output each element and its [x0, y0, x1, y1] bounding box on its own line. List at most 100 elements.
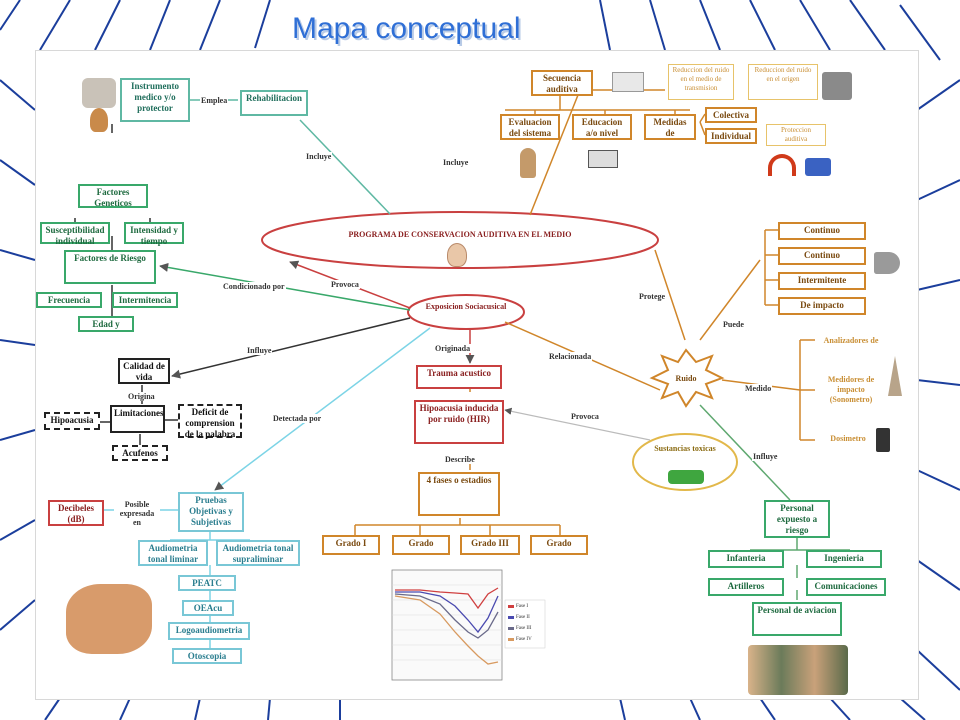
otoscopy-node: Otoscopia: [172, 648, 242, 664]
label-incluye-left: Incluye: [305, 152, 333, 161]
label-provoca-right: Provoca: [570, 412, 600, 421]
exposure-node: Exposicion Sociacusical: [425, 302, 507, 311]
frequency-node: Frecuencia: [36, 292, 102, 308]
individual-node: Individual: [705, 128, 757, 144]
chart-series-fase-3: [394, 593, 499, 639]
worker-artillery-node: Artilleros: [708, 578, 784, 596]
evaluacion-node: Evaluacion del sistema: [500, 114, 560, 140]
chart-series-fase-1: [395, 587, 499, 610]
noise-kind-3: Intermitente: [778, 272, 866, 290]
aviation-personnel-node: Personal de aviacion: [752, 602, 842, 636]
tinnitus-node: Acufenos: [112, 445, 168, 461]
hearing-aid-icon: [82, 78, 116, 108]
grade-4-node: Grado: [530, 535, 588, 555]
noise-kind-2: Continuo: [778, 247, 866, 265]
risk-factors-node: Factores de Riesgo: [64, 250, 156, 284]
hearing-loss-chart: [391, 569, 546, 681]
hearing-loss-node: Hipoacusia inducida por ruido (HIR): [414, 400, 504, 444]
legend-label-3: Fase III: [516, 626, 532, 631]
note-transmission: Reduccion del ruido en el medio de trans…: [668, 64, 734, 100]
center-ellipse: [261, 211, 659, 269]
medidas-node: Medidas de: [644, 114, 696, 140]
worker-infantry-node: Infanteria: [708, 550, 784, 568]
trauma-node: Trauma acustico: [416, 365, 502, 389]
label-influye-left: Influye: [246, 346, 273, 355]
dosimeter-text: Dosimetro: [830, 434, 866, 443]
worker-engineering-node: Ingenieria: [806, 550, 882, 568]
label-condicionado: Condicionado por: [222, 282, 286, 291]
label-incluye-right: Incluye: [442, 158, 470, 167]
note-protection: Proteccion auditiva: [766, 124, 826, 146]
noise-node: Ruido: [675, 374, 697, 383]
person-icon: [520, 148, 536, 178]
hearing-aid-icon-2: [90, 108, 108, 132]
peatc-node: PEATC: [178, 575, 236, 591]
label-originada: Originada: [434, 344, 472, 353]
noise-starburst: [649, 348, 725, 408]
audiometry-1-node: Audiometria tonal liminar: [138, 540, 208, 566]
intermittency-node: Intermitencia: [112, 292, 178, 308]
personnel-photo: [748, 645, 848, 695]
analyzers-text: Analizadores de: [823, 336, 879, 345]
label-protege: Protege: [638, 292, 667, 301]
genetic-node: Factores Geneticos: [78, 184, 148, 208]
tests-node: Pruebas Objetivas y Subjetivas: [178, 492, 244, 532]
glasses-icon: [588, 150, 618, 168]
secuencia-node: Secuencia auditiva: [531, 70, 593, 96]
grade-1-node: Grado I: [322, 535, 380, 555]
phases-node: 4 fases o estadios: [418, 472, 500, 516]
exposure-ellipse: [407, 294, 525, 330]
noise-kind-1: Continuo: [778, 222, 866, 240]
dosimeter-icon: [876, 428, 890, 452]
quality-life-node: Calidad de vida: [118, 358, 170, 384]
colectiva-node: Colectiva: [705, 107, 757, 123]
center-node: PROGRAMA DE CONSERVACION AUDITIVA EN EL …: [348, 230, 572, 239]
logoaudiometry-node: Logoaudiometria: [168, 622, 250, 640]
label-origina: Origina: [127, 392, 156, 401]
educacion-node: Educacion a/o nivel: [572, 114, 632, 140]
noise-kind-4: De impacto: [778, 297, 866, 315]
earplugs-icon: [805, 158, 831, 176]
chart-series-fase-2: [395, 591, 499, 634]
otoemissions-node: OEAcu: [182, 600, 234, 616]
toxic-node: Sustancias toxicas: [654, 444, 716, 453]
plants-icon: [668, 470, 704, 484]
label-medido: Medido: [744, 384, 773, 393]
label-provoca-left: Provoca: [330, 280, 360, 289]
intensity-node: Intensidad y tiempo: [124, 222, 184, 246]
ear-tuning-fork-icon: [66, 584, 152, 654]
age-node: Edad y: [78, 316, 134, 332]
susceptibility-node: Susceptibilidad individual: [40, 222, 110, 246]
hypoacusis-node: Hipoacusia: [44, 412, 100, 430]
note-origin: Reduccion del ruido en el origen: [748, 64, 818, 100]
rehab-node: Rehabilitacion: [240, 90, 308, 116]
legend-label-2: Fase II: [516, 615, 530, 620]
documents-icon: [612, 72, 644, 92]
audiometry-2-node: Audiometria tonal supraliminar: [216, 540, 300, 566]
label-detectada: Detectada por: [272, 414, 323, 423]
devices-node: Instrumento medico y/o protector: [120, 78, 190, 122]
page-title: Mapa conceptual: [292, 12, 521, 45]
label-posible: Posible expresada en: [114, 500, 160, 527]
grade-3-node: Grado III: [460, 535, 520, 555]
worker-communications-node: Comunicaciones: [806, 578, 886, 596]
ear-icon: [447, 243, 467, 267]
limitations-node: Limitaciones: [110, 405, 165, 433]
deficit-node: Deficit de comprension de la palabra: [178, 404, 242, 439]
exposed-personnel-node: Personal expuesto a riesgo: [764, 500, 830, 538]
label-emplea: Emplea: [200, 96, 229, 105]
decibels-node: Decibeles (dB): [48, 500, 104, 526]
machine-icon: [822, 72, 852, 100]
earmuffs-icon: [768, 154, 796, 176]
grade-2-node: Grado: [392, 535, 450, 555]
speaker-icon: [874, 252, 900, 274]
toxic-ellipse: [632, 433, 738, 491]
impact-meters-text: Medidores de impacto (Sonometro): [827, 375, 875, 404]
label-puede: Puede: [722, 320, 745, 329]
label-relacionada: Relacionada: [548, 352, 593, 361]
chart-series-fase-4: [394, 595, 499, 665]
label-influye-right: Influye: [752, 452, 779, 461]
legend-label-1: Fase I: [516, 604, 529, 609]
legend-label-4: Fase IV: [516, 637, 532, 642]
